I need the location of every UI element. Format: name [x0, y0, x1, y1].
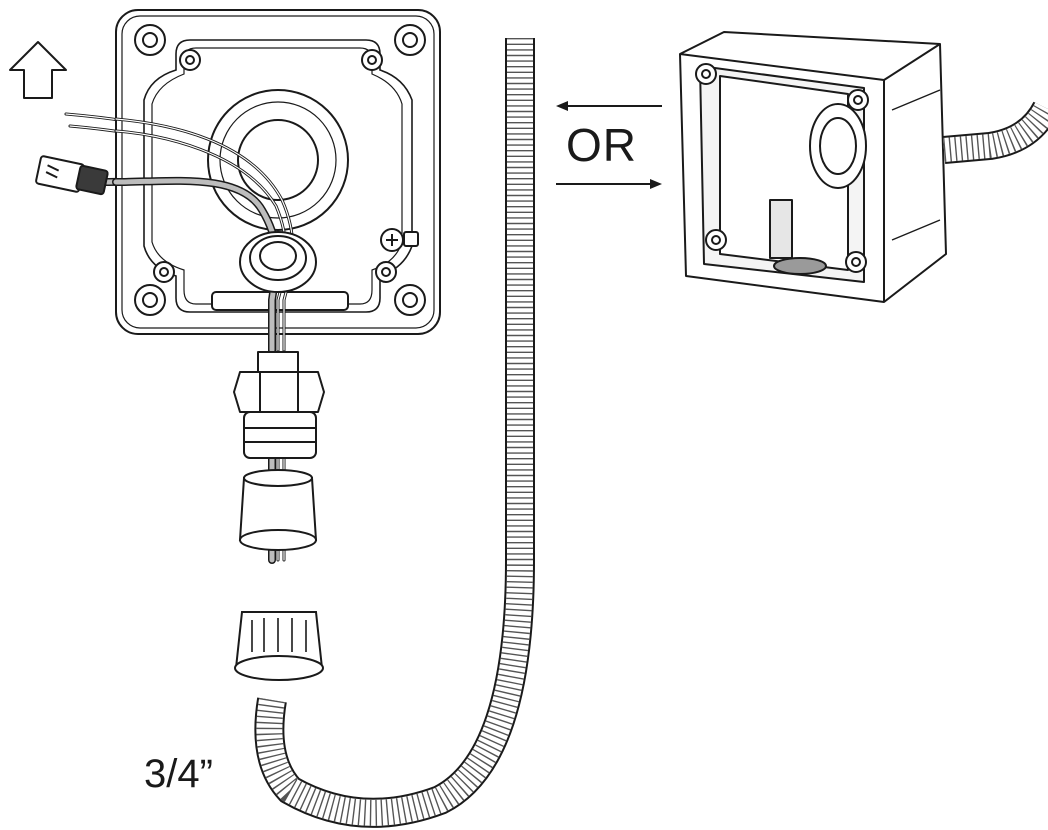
left-arrow-icon — [556, 101, 662, 111]
cable-gland-cap — [234, 611, 324, 681]
gland-nut — [239, 231, 317, 293]
side-conduit — [942, 101, 1048, 164]
or-label: OR — [566, 119, 637, 171]
flexible-conduit — [254, 38, 535, 828]
junction-box-3d — [679, 31, 947, 303]
screw-boss — [153, 49, 397, 283]
conduit-size-label: 3/4” — [144, 752, 213, 796]
cable-gland-body — [233, 351, 325, 459]
cable-gland-seal — [238, 469, 318, 551]
right-arrow-icon — [556, 179, 662, 189]
ground-screw — [380, 228, 419, 252]
mounting-hole — [134, 24, 426, 316]
rj45-connector — [35, 155, 109, 196]
up-arrow-icon — [9, 41, 67, 99]
junction-box-plate — [115, 9, 441, 335]
